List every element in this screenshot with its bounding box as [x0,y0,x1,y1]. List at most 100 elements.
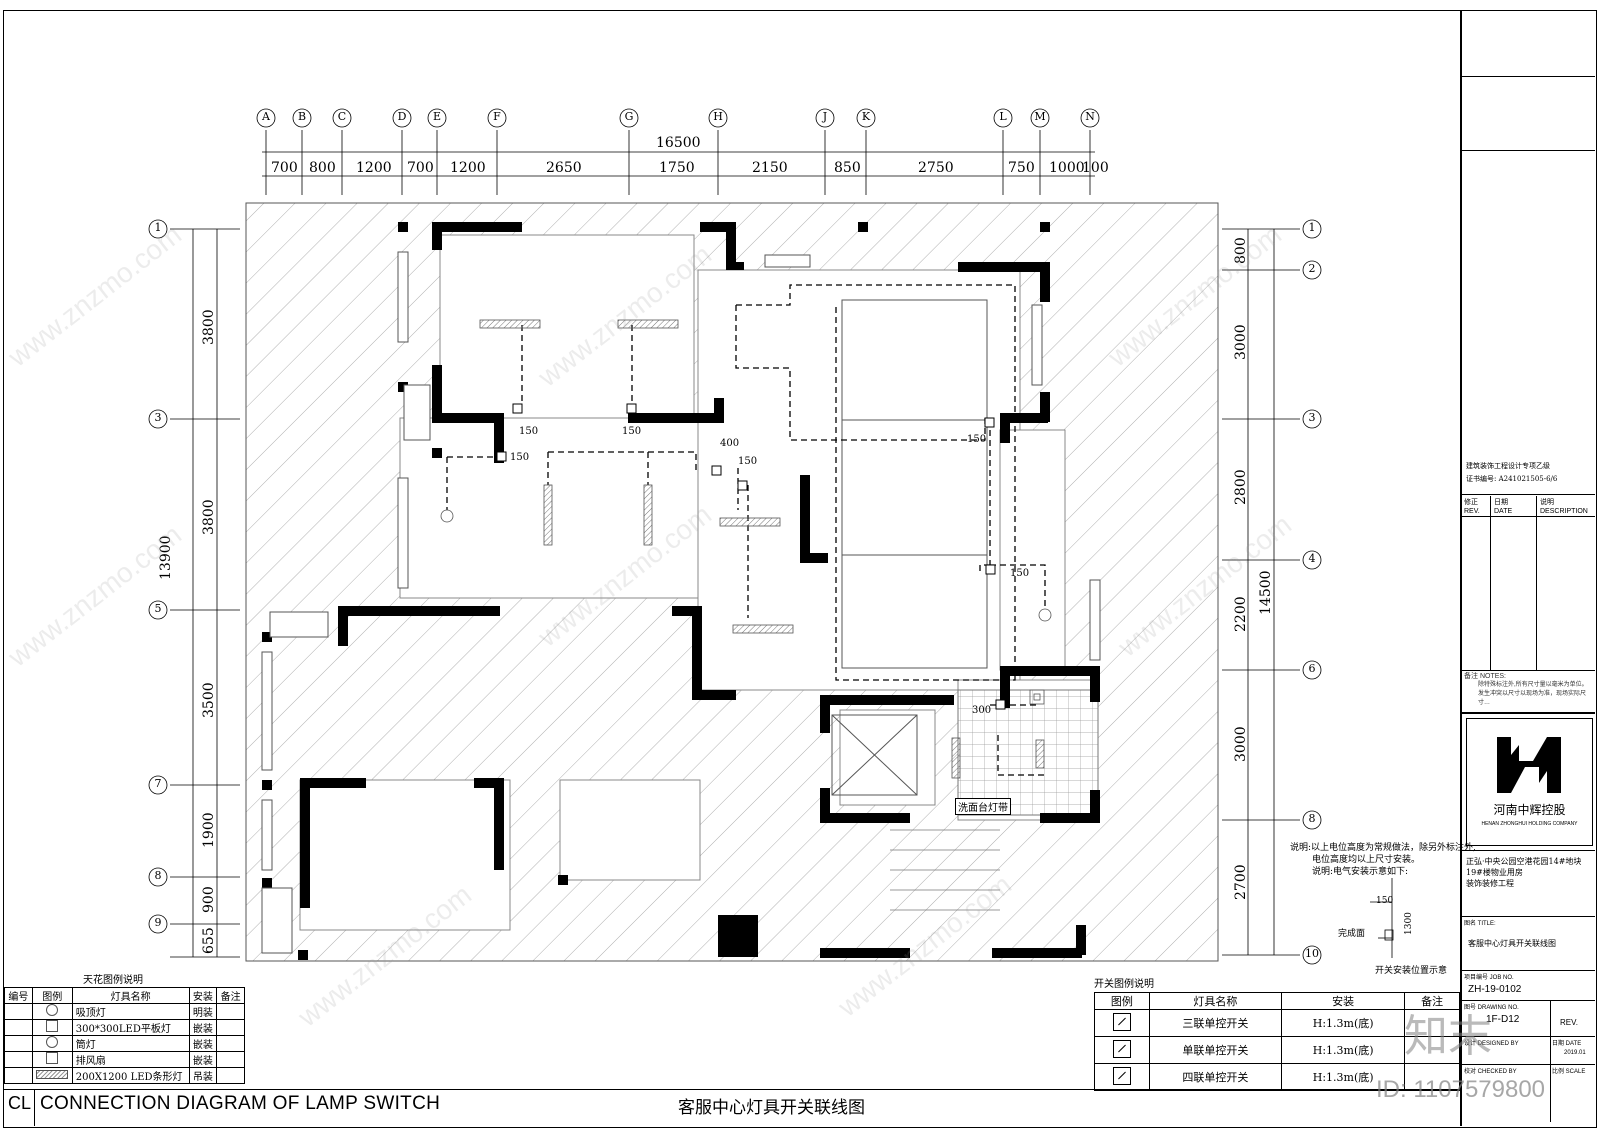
legend-install: 明装 [188,1003,218,1020]
dimension-value: 2150 [752,160,788,176]
switch-legend-title: 开关图例说明 [1094,979,1154,990]
plan-dimension-label: 150 [622,426,642,437]
dimension-value: 3000 [1233,726,1249,762]
dimension-value: 3800 [201,309,217,345]
axis-label: 1 [154,221,162,234]
dimension-value: 3500 [201,682,217,718]
drawing-title-en: CONNECTION DIAGRAM OF LAMP SWITCH [40,1093,441,1114]
switch-legend-table: 图例 灯具名称 安装 备注 三联单控开关 H:1.3m(底) 单联单控开关 H:… [1094,992,1460,1091]
dimension-value: 700 [271,160,298,176]
legend-lamp-name: 300*300LED平板灯 [71,1019,190,1036]
dimension-value: 1750 [659,160,695,176]
finish-face-label: 完成面 [1338,929,1366,939]
rev-label: REV. [1560,1018,1578,1027]
axis-label: H [713,110,723,123]
company-name-cn: 河南中辉控股 [1493,803,1566,817]
scale-label: 比例 SCALE [1552,1069,1586,1075]
axis-label: A [262,110,270,123]
job-value: ZH-19-0102 [1468,984,1522,995]
axis-label: 6 [1308,662,1316,675]
plan-dimension-label: 150 [510,452,530,463]
switch-boxes [496,403,1006,710]
axis-label: 3 [1308,411,1316,424]
dimension-value: 2700 [1233,864,1249,900]
date-label: 日期 DATE [1552,1041,1582,1047]
single-gang-switch-icon [1112,1039,1131,1058]
axis-label: B [297,110,307,123]
legend-lamp-name: 排风扇 [71,1051,190,1068]
dimension-value: 800 [309,160,336,176]
plan-dimension-label: 150 [967,434,987,445]
dimension-total-top: 16500 [656,135,701,151]
plan-dimension-label: 150 [519,426,539,437]
led-strip-lamps [479,319,1045,779]
ceiling-lamps [440,509,1052,705]
axis-label: 3 [154,411,162,424]
legend-lamp-name: 吸顶灯 [71,1003,190,1020]
certificate-block: 建筑装饰工程设计专项乙级 证书编号: A241021505-6/6 [1466,462,1594,484]
switch-install: H:1.3m(底) [1281,1063,1406,1091]
dimension-value: 700 [407,160,434,176]
downlight-icon [46,1036,59,1048]
designed-label: 设计 DESIGNED BY [1464,1041,1519,1047]
plan-dimension-label: 150 [738,456,758,467]
four-gang-switch-icon [1112,1066,1131,1085]
led-panel-icon [46,1020,59,1032]
note-line: 电位高度均以上尺寸安装。 [1312,855,1421,865]
company-logo-block: 河南中辉控股 HENAN ZHONGHUI HOLDING COMPANY [1466,718,1593,846]
plan-dimension-label: 150 [1010,568,1030,579]
dimension-value: 3800 [201,499,217,535]
watermark-id: ID: 1107579800 [1376,1076,1546,1103]
note-line: 说明:以上电位高度为常规做法，除另外标注外, [1290,843,1476,853]
plan-dimension-label: 400 [720,438,740,449]
project-line: 正弘·中央公园空港花园14#地块 [1466,857,1582,866]
ceiling-legend-title: 天花图例说明 [83,975,143,986]
switch-wiring [446,284,1048,776]
legend-header: 编号 [4,987,33,1004]
detail-caption: 开关安装位置示意 [1375,966,1448,976]
legend-install: 嵌装 [188,1035,218,1052]
drawing-title-cn: 客服中心灯具开关联线图 [678,1098,865,1118]
axis-label: 2 [1308,262,1316,275]
led-strip-icon [36,1069,69,1079]
axis-label: 8 [1308,812,1316,825]
ceiling-lamp-icon [46,1004,59,1016]
dimension-value: 655 [201,927,217,954]
detail-dimension: 1300 [1404,912,1414,935]
axis-label: J [822,110,828,123]
dimension-value: 1200 [356,160,392,176]
dimension-value: 3000 [1233,324,1249,360]
title-block-frame [1460,10,1597,1126]
dimension-value: 1200 [450,160,486,176]
title-label: 图名 TITLE: [1464,921,1496,927]
axis-label: 5 [154,602,162,615]
legend-install: 吊装 [188,1067,218,1084]
structural-walls [262,222,1100,960]
date-value: 2019.01 [1564,1050,1586,1056]
project-line: 装饰装修工程 [1466,879,1514,888]
switch-legend-header: 备注 [1404,992,1460,1010]
title-block-notes: 备注 NOTES: 除特殊标注外,所有尺寸量以毫米为单位。 发生冲突以尺寸以现场… [1464,673,1588,706]
legend-install: 嵌装 [188,1051,218,1068]
dimension-value: 2200 [1233,596,1249,632]
axis-label: D [397,110,407,123]
switch-install: H:1.3m(底) [1281,1036,1406,1064]
axis-label: M [1034,110,1046,123]
legend-header: 灯具名称 [71,987,190,1004]
dimension-value: 850 [834,160,861,176]
electrical-notes: 说明:以上电位高度为常规做法，除另外标注外, 电位高度均以上尺寸安装。 说明:电… [1290,842,1476,878]
wash-basin-light-strip-label: 洗面台灯带 [955,798,1011,815]
axis-label: F [493,110,501,123]
exhaust-fan-icon [46,1052,59,1064]
legend-lamp-name: 筒灯 [71,1035,190,1052]
axis-label: 4 [1308,552,1316,565]
plan-dimension-label: 300 [972,705,992,716]
axis-label: L [999,110,1007,123]
title-value: 客服中心灯具开关联线图 [1468,939,1556,948]
dimension-value: 750 [1008,160,1035,176]
axis-label: K [861,110,871,123]
legend-lamp-name: 200X1200 LED条形灯 [71,1067,190,1084]
axis-label: N [1085,110,1095,123]
drawing-frame [3,10,1597,1128]
